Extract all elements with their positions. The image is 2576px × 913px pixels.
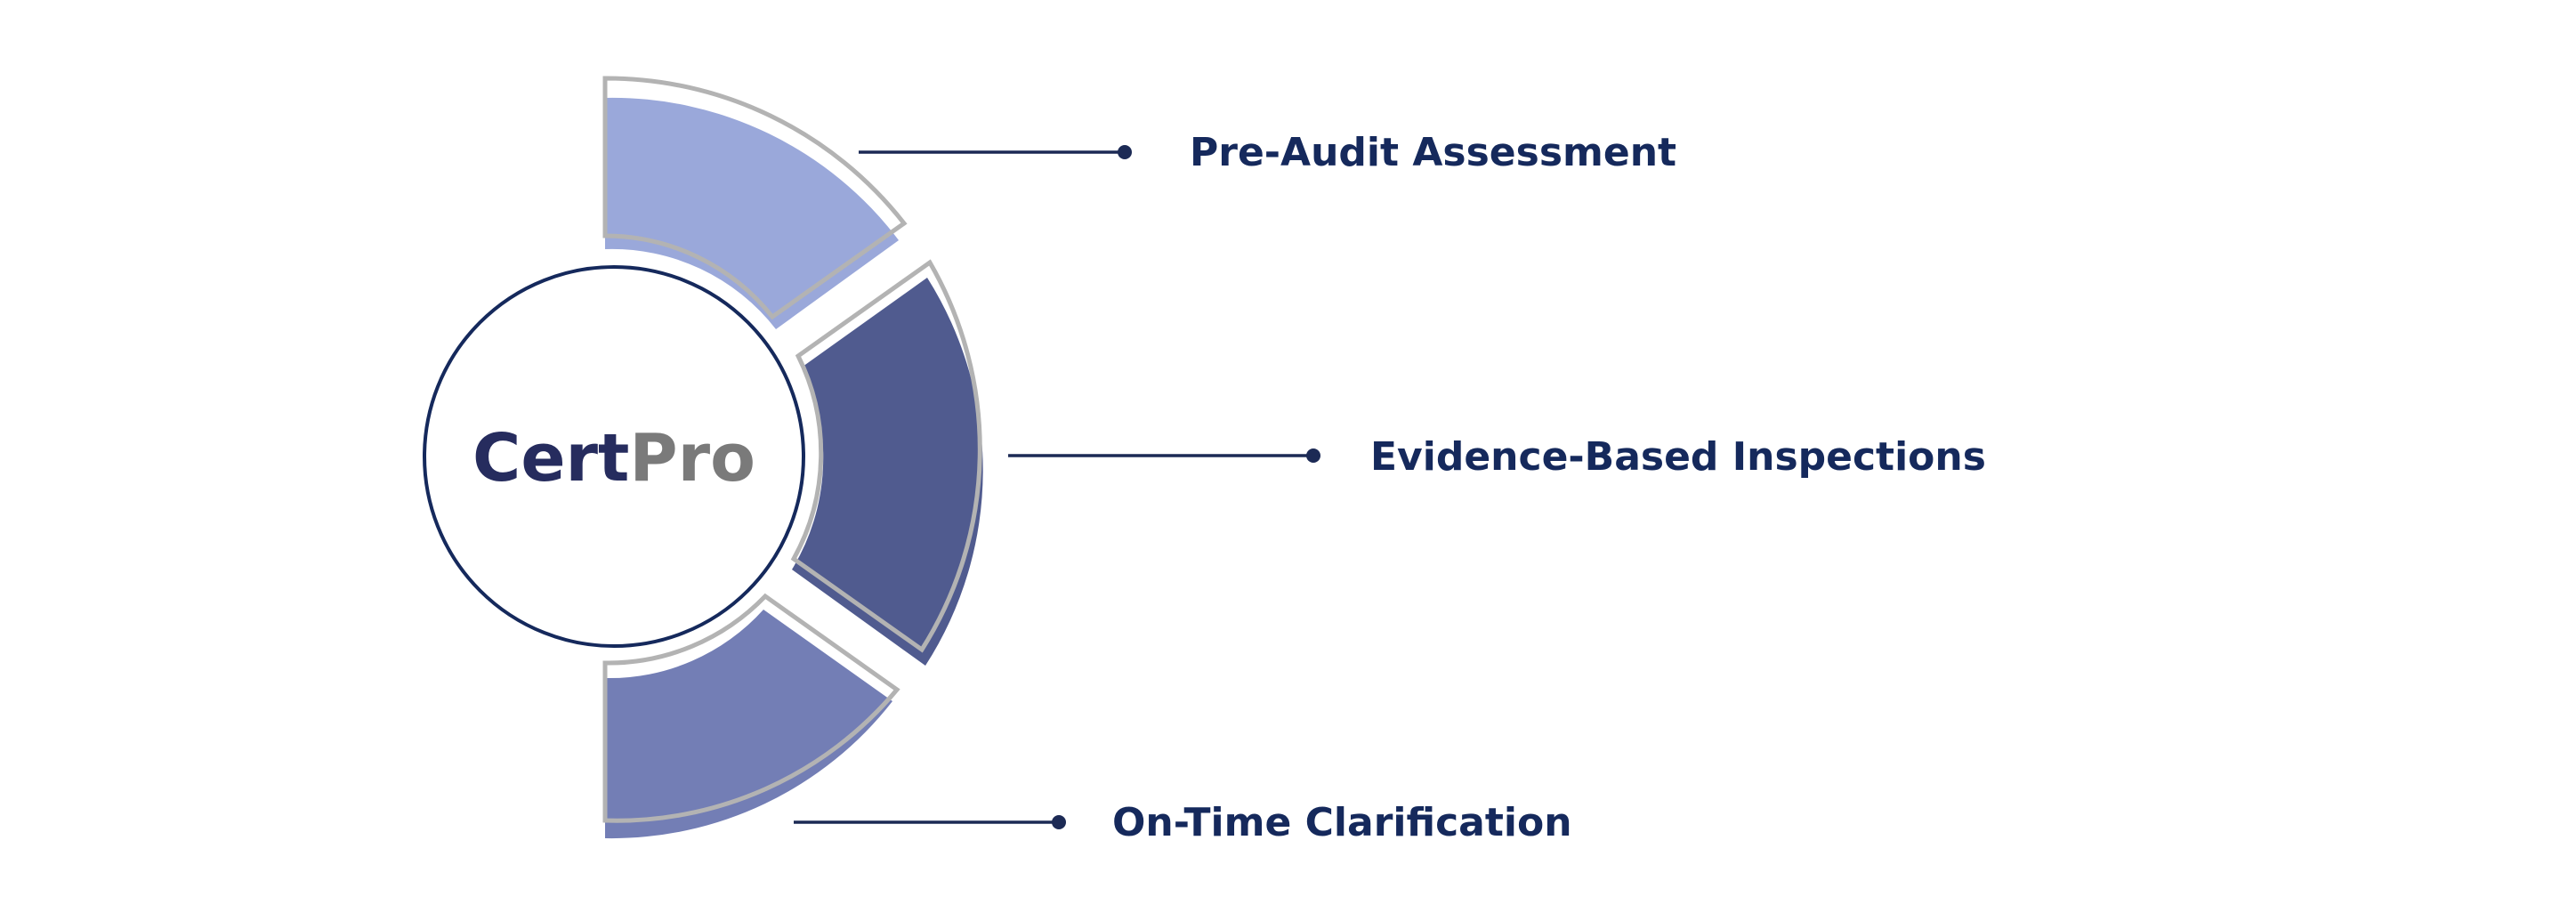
step-label-evidence: Evidence-Based Inspections: [1370, 434, 1986, 480]
connector-evidence: [1008, 448, 1320, 463]
segment-evidence: [790, 259, 983, 666]
step-label-pre-audit: Pre-Audit Assessment: [1190, 130, 1676, 175]
segment-evidence-fill: [792, 278, 983, 666]
step-label-on-time: On-Time Clarification: [1112, 800, 1572, 845]
connector-pre-audit: [859, 145, 1132, 159]
connector-pre-audit-dot: [1118, 145, 1132, 159]
segment-pre-audit: [602, 76, 908, 329]
segment-pre-audit-fill: [605, 97, 899, 329]
connector-on-time-dot: [1052, 815, 1066, 829]
logo-part-cert: Cert: [472, 420, 629, 497]
segment-on-time: [602, 593, 900, 839]
segment-on-time-outline: [602, 593, 900, 823]
connector-evidence-dot: [1306, 448, 1320, 463]
logo-part-pro: Pro: [629, 420, 755, 497]
segment-evidence-outline: [790, 259, 982, 653]
logo: CertPro: [472, 420, 755, 497]
connector-on-time: [794, 815, 1066, 829]
center-circle: [423, 265, 805, 648]
segment-on-time-fill: [605, 610, 892, 839]
segment-pre-audit-outline: [602, 76, 908, 320]
